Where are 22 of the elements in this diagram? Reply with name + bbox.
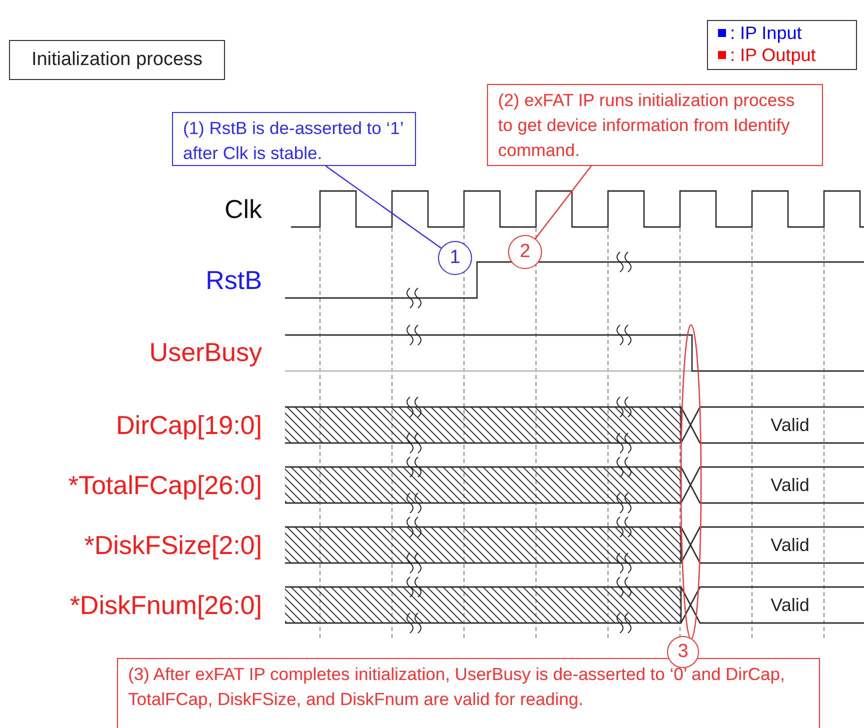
bus-value-label: Valid <box>770 594 810 616</box>
title-box: Initialization process <box>9 40 225 80</box>
bus-value-label: Valid <box>770 414 810 436</box>
legend-label: : IP Input <box>730 22 802 44</box>
leader-line <box>534 166 592 239</box>
signal-name: Clk <box>224 193 262 225</box>
signal-name: UserBusy <box>149 336 262 368</box>
callout-number: 2 <box>508 235 542 269</box>
callout-box: (1) RstB is de-asserted to ‘1’ after Clk is stable. <box>172 112 416 166</box>
bus-value-label: Valid <box>770 474 810 496</box>
signal-name: RstB <box>206 264 262 296</box>
callout-box: (2) exFAT IP runs initialization process to get device information from Identify command. <box>487 84 823 166</box>
leader-line <box>325 166 442 249</box>
callout-box: (3) After exFAT IP completes initialization, UserBusy is de-asserted to ‘0’ and DirCap, TotalFCap, DiskFSize, and DiskFnum are valid for reading. <box>117 658 820 728</box>
callout-number: 1 <box>438 241 472 275</box>
bus-value-label: Valid <box>770 534 810 556</box>
signal-name: *DiskFnum[26:0] <box>70 589 262 621</box>
signal-name: *DiskFSize[2:0] <box>84 529 262 561</box>
signal-name: DirCap[19:0] <box>116 409 262 441</box>
legend-label: : IP Output <box>730 44 816 66</box>
signal-name: *TotalFCap[26:0] <box>68 469 262 501</box>
callout-number: 3 <box>667 636 699 668</box>
